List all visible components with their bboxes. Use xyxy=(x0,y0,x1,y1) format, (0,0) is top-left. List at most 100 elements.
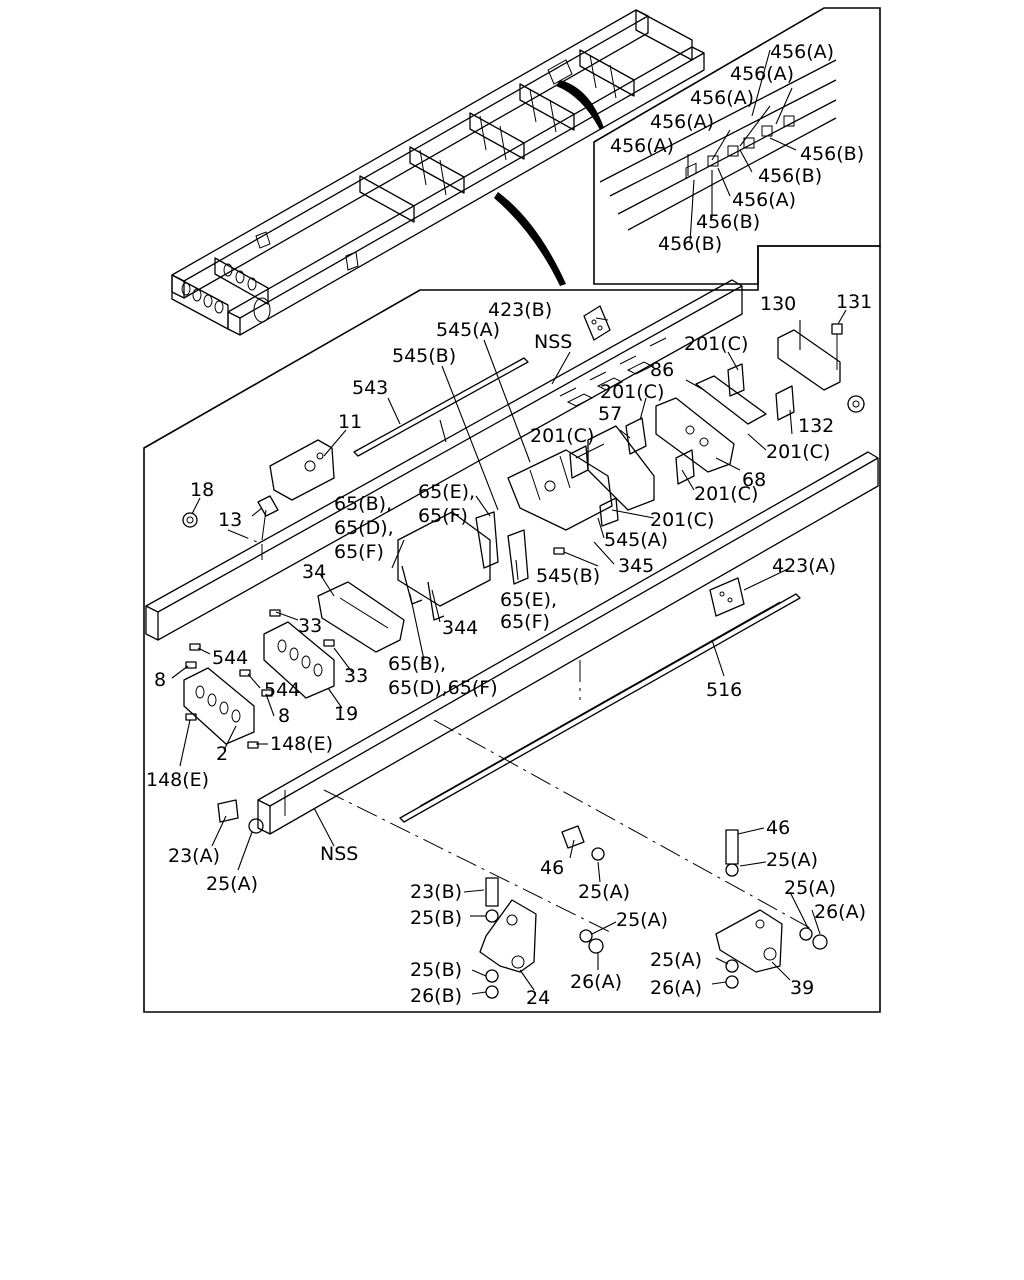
crossmember-19 xyxy=(263,621,335,699)
label-345: 345 xyxy=(618,555,654,577)
label-25a: 25(A) xyxy=(650,949,702,971)
label-57: 57 xyxy=(598,403,622,425)
nut-132 xyxy=(847,395,865,413)
label-201c: 201(C) xyxy=(694,483,758,505)
label-201c: 201(C) xyxy=(530,425,594,447)
label-130: 130 xyxy=(760,293,796,315)
label-148e: 148(E) xyxy=(270,733,333,755)
bracket-11 xyxy=(269,439,335,501)
leader-lines xyxy=(171,49,847,995)
left-side-rail xyxy=(145,279,743,641)
overview-chassis-frame xyxy=(171,9,705,336)
label-456b: 456(B) xyxy=(758,165,822,187)
bracket-57 xyxy=(587,425,655,511)
bracket-86 xyxy=(695,375,767,425)
label-544: 544 xyxy=(264,679,300,701)
label-131: 131 xyxy=(836,291,872,313)
label-33: 33 xyxy=(298,615,322,637)
bottom-fasteners xyxy=(217,799,828,999)
detail-rail-section xyxy=(599,59,837,231)
label-65b: 65(B), xyxy=(388,653,446,675)
label-456b: 456(B) xyxy=(800,143,864,165)
label-423b: 423(B) xyxy=(488,299,552,321)
label-344: 344 xyxy=(442,617,478,639)
small-fasteners xyxy=(185,547,565,749)
label-25b: 25(B) xyxy=(410,959,462,981)
reinforcement-543 xyxy=(353,357,529,457)
label-65d-65f: 65(D),65(F) xyxy=(388,677,498,699)
label-456a: 456(A) xyxy=(770,41,834,63)
label-65d: 65(D), xyxy=(334,517,394,539)
bolt-131 xyxy=(831,323,843,370)
reinforcement-516 xyxy=(399,593,801,823)
label-201c: 201(C) xyxy=(684,333,748,355)
label-33: 33 xyxy=(344,665,368,687)
label-8: 8 xyxy=(278,705,290,727)
pointer-arc-to-main xyxy=(494,192,566,286)
bolt-13 xyxy=(257,495,279,541)
label-26a: 26(A) xyxy=(570,971,622,993)
label-65f: 65(F) xyxy=(418,505,468,527)
spring-bracket-24 xyxy=(479,899,537,973)
bracket-201c-group xyxy=(569,363,795,527)
label-456b: 456(B) xyxy=(658,233,722,255)
label-39: 39 xyxy=(790,977,814,999)
spring-bracket-39 xyxy=(715,909,783,973)
label-2: 2 xyxy=(216,743,228,765)
label-423a: 423(A) xyxy=(772,555,836,577)
label-65f: 65(F) xyxy=(334,541,384,563)
right-side-rail xyxy=(257,451,879,835)
label-545b: 545(B) xyxy=(392,345,456,367)
crossmember-345 xyxy=(507,449,613,531)
label-65b: 65(B), xyxy=(334,493,392,515)
label-25a: 25(A) xyxy=(616,909,668,931)
bracket-130 xyxy=(777,329,841,391)
label-201c: 201(C) xyxy=(600,381,664,403)
label-34: 34 xyxy=(302,561,326,583)
label-201c: 201(C) xyxy=(766,441,830,463)
label-201c: 201(C) xyxy=(650,509,714,531)
label-11: 11 xyxy=(338,411,362,433)
label-456a: 456(A) xyxy=(732,189,796,211)
label-26a: 26(A) xyxy=(650,977,702,999)
label-544: 544 xyxy=(212,647,248,669)
label-18: 18 xyxy=(190,479,214,501)
label-19: 19 xyxy=(334,703,358,725)
label-545a: 545(A) xyxy=(604,529,668,551)
label-23a: 23(A) xyxy=(168,845,220,867)
label-545b: 545(B) xyxy=(536,565,600,587)
label-456a: 456(A) xyxy=(730,63,794,85)
label-8: 8 xyxy=(154,669,166,691)
callout-labels: 456(A) 456(A) 456(A) 456(A) 456(A) 456(B… xyxy=(146,41,872,1009)
label-65f: 65(F) xyxy=(500,611,550,633)
label-25a: 25(A) xyxy=(784,877,836,899)
label-46: 46 xyxy=(540,857,564,879)
pointer-arc-to-detail xyxy=(556,80,604,130)
bracket-65-right xyxy=(475,511,529,585)
crossmember-68 xyxy=(655,397,735,473)
label-26b: 26(B) xyxy=(410,985,462,1007)
label-26a: 26(A) xyxy=(814,901,866,923)
nut-18 xyxy=(182,512,198,528)
label-nss: NSS xyxy=(534,331,572,353)
label-13: 13 xyxy=(218,509,242,531)
label-nss: NSS xyxy=(320,843,358,865)
plate-423b xyxy=(583,305,611,341)
label-65e: 65(E), xyxy=(418,481,475,503)
label-68: 68 xyxy=(742,469,766,491)
label-456a: 456(A) xyxy=(690,87,754,109)
label-516: 516 xyxy=(706,679,742,701)
plate-423a xyxy=(709,577,745,617)
crossmember-34 xyxy=(317,581,405,653)
label-24: 24 xyxy=(526,987,550,1009)
label-456a: 456(A) xyxy=(650,111,714,133)
label-46: 46 xyxy=(766,817,790,839)
label-456b: 456(B) xyxy=(696,211,760,233)
detail-inset-frame xyxy=(593,7,881,285)
label-23b: 23(B) xyxy=(410,881,462,903)
label-148e: 148(E) xyxy=(146,769,209,791)
label-86: 86 xyxy=(650,359,674,381)
label-25a: 25(A) xyxy=(206,873,258,895)
label-25b: 25(B) xyxy=(410,907,462,929)
